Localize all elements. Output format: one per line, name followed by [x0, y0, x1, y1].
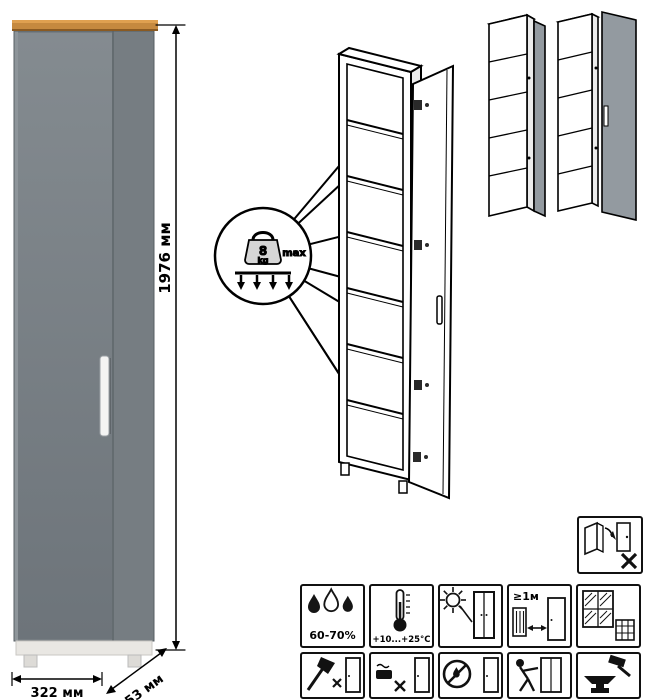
cabinet-render: [12, 20, 158, 668]
carry-icon: [507, 652, 572, 699]
load-arrows: [235, 271, 293, 290]
humidity-label: 60-70%: [309, 629, 355, 642]
shelf-load-value: 8: [259, 244, 267, 258]
humidity-icon: 60-70%: [300, 584, 365, 648]
door-hinges: [413, 100, 429, 462]
no-hammering-icon: [576, 652, 641, 699]
shelf-load-max: max: [282, 248, 306, 259]
variant-cabinet-right: [555, 10, 637, 222]
ventilation-icon: [576, 584, 641, 648]
cabinet-foot-right: [127, 654, 142, 668]
variant-cabinet-left: [486, 13, 546, 218]
width-dimension-label: 322 мм: [31, 686, 84, 700]
shelf-load-callout: 8 kg max: [213, 206, 313, 306]
variant-door-handle: [603, 105, 609, 127]
cabinet-door: [16, 33, 112, 639]
door-handle: [436, 295, 443, 325]
cabinet-plinth: [15, 640, 153, 656]
open-door: [407, 64, 455, 500]
shelves: [346, 119, 404, 420]
no-solvents-icon: [438, 652, 503, 699]
cabinet-foot-left: [23, 654, 38, 668]
heat-distance-icon: ≥1м: [507, 584, 572, 648]
cabinet-top-wood: [12, 20, 158, 31]
open-cabinet-diagram: 8 kg max: [213, 46, 455, 500]
no-wet-cleaning-icon: [369, 652, 434, 699]
temperature-label: +10...+25°C: [372, 635, 430, 645]
variant-door-right: [601, 10, 637, 222]
cabinet-handle: [99, 355, 110, 437]
weight-icon: [244, 231, 282, 265]
dimension-height: 1976 мм: [155, 24, 186, 651]
height-dimension-label: 1976 мм: [156, 222, 174, 294]
no-impact-icon: [300, 652, 365, 699]
shelf-load-unit: kg: [257, 256, 268, 265]
distance-label: ≥1м: [513, 590, 539, 603]
temperature-icon: +10...+25°C: [369, 584, 434, 648]
variant-door-left: [533, 19, 546, 218]
dimension-width: 322 мм: [11, 672, 103, 700]
depth-dimension-label: 353 мм: [115, 672, 167, 700]
no-sunlight-icon: [438, 584, 503, 648]
door-adjustment-icon: [577, 516, 643, 574]
